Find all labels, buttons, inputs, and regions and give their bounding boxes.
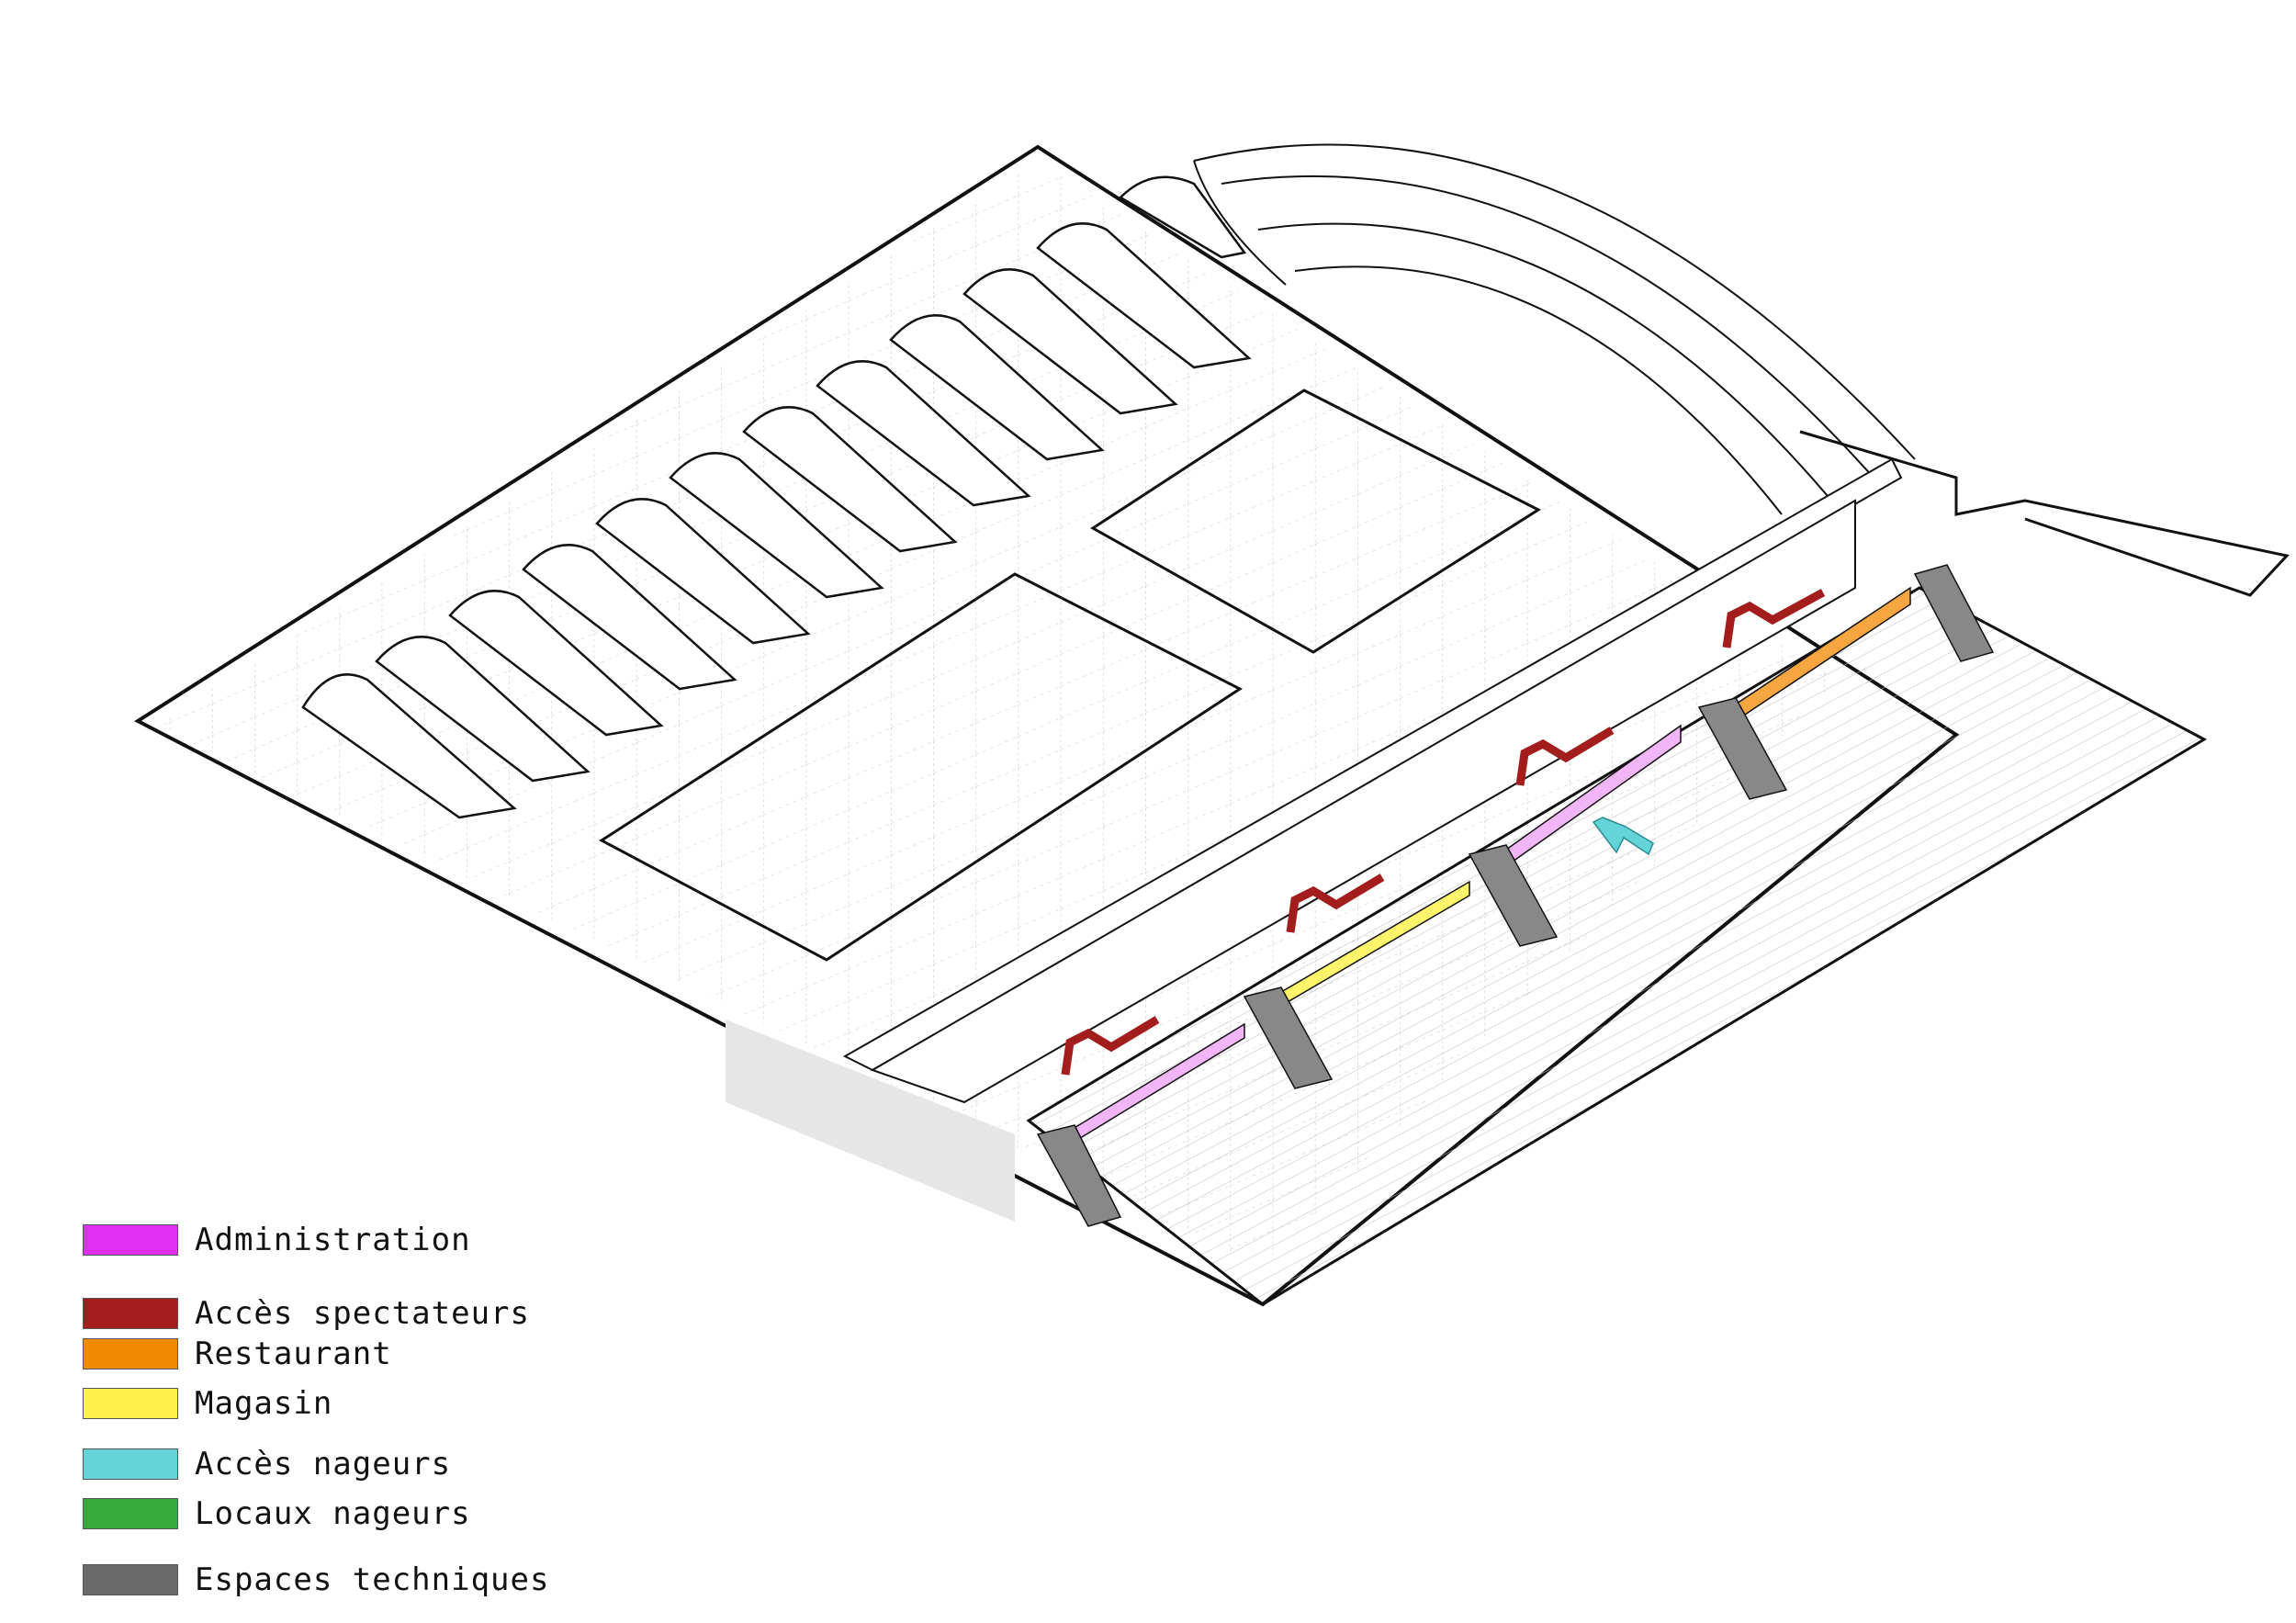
legend-label: Magasin xyxy=(195,1385,333,1422)
annex-outline xyxy=(1799,430,2290,597)
legend-label: Restaurant xyxy=(195,1336,392,1372)
legend-swatch xyxy=(83,1388,178,1419)
facade-shadow xyxy=(726,1020,1015,1222)
legend-item-acces-spectateurs: Accès spectateurs xyxy=(83,1295,530,1332)
legend-swatch xyxy=(83,1498,178,1529)
shell-roof xyxy=(1193,143,1916,515)
legend: Administration Accès spectateurs Restaur… xyxy=(83,1222,726,1617)
vault-structure xyxy=(301,175,1252,819)
legend-item-magasin: Magasin xyxy=(83,1385,332,1422)
legend-swatch xyxy=(83,1564,178,1595)
stairs xyxy=(1036,564,1995,1227)
legend-label: Accès nageurs xyxy=(195,1446,452,1482)
plaza xyxy=(1026,586,2208,1306)
legend-swatch xyxy=(83,1338,178,1369)
legend-swatch xyxy=(83,1298,178,1329)
legend-swatch xyxy=(83,1448,178,1480)
legend-item-espaces-techniques: Espaces techniques xyxy=(83,1561,549,1598)
legend-label: Accès spectateurs xyxy=(195,1295,530,1332)
legend-item-restaurant: Restaurant xyxy=(83,1336,392,1372)
legend-swatch xyxy=(83,1224,178,1256)
legend-item-locaux-nageurs: Locaux nageurs xyxy=(83,1495,471,1532)
legend-item-acces-nageurs: Accès nageurs xyxy=(83,1446,451,1482)
grandstand xyxy=(842,457,1903,1104)
legend-label: Locaux nageurs xyxy=(195,1495,471,1532)
spectator-access-arrows xyxy=(1061,589,1826,1076)
main-pool xyxy=(599,572,1243,962)
legend-item-administration: Administration xyxy=(83,1222,471,1258)
legend-label: Espaces techniques xyxy=(195,1561,550,1598)
legend-label: Administration xyxy=(195,1222,471,1258)
small-pool xyxy=(1090,389,1542,654)
swimmer-access-arrow xyxy=(1592,817,1654,856)
